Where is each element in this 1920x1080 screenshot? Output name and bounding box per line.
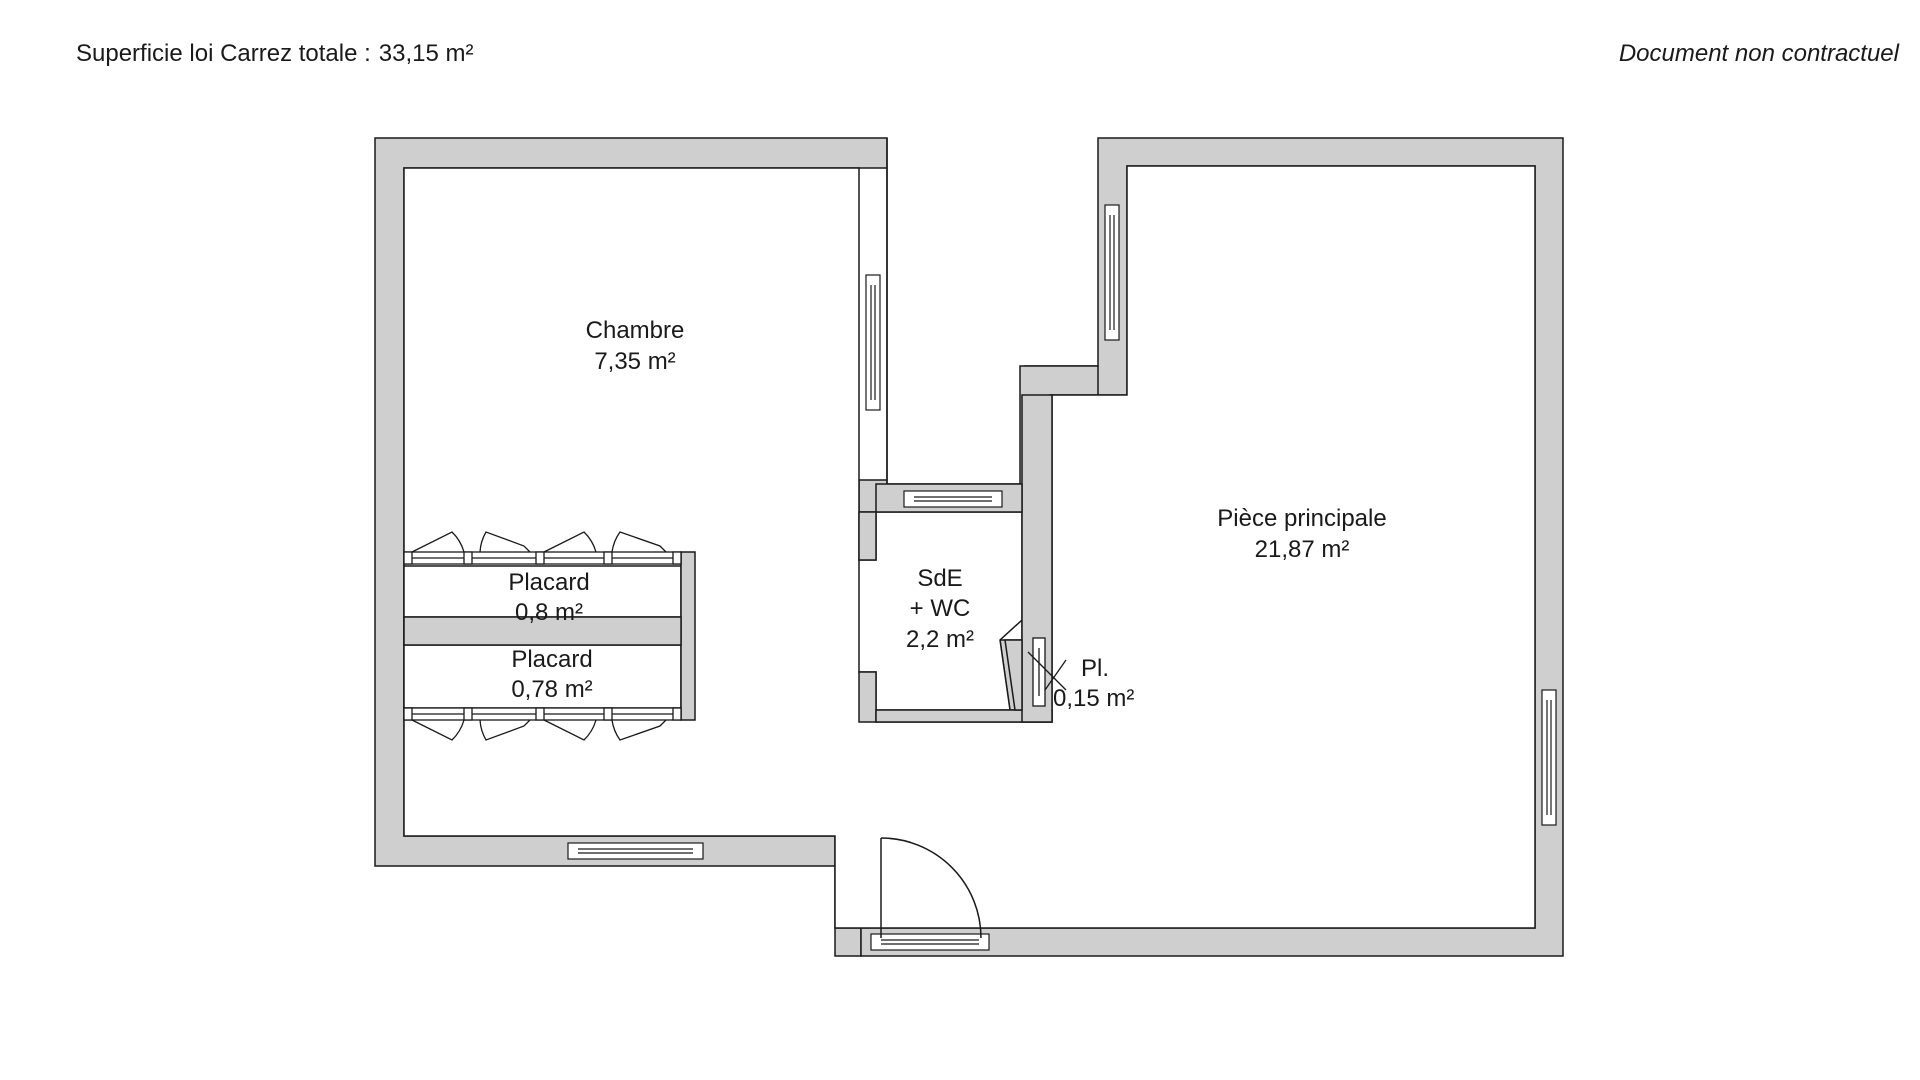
room-labels: Chambre 7,35 m² Pièce principale 21,87 m… xyxy=(508,317,1386,712)
window-corridor xyxy=(903,490,1003,508)
total-area-label: Superficie loi Carrez totale : xyxy=(76,40,371,67)
label-chambre-area: 7,35 m² xyxy=(594,348,675,375)
window-chambre-right xyxy=(865,274,881,411)
total-area-value: 33,15 m² xyxy=(378,40,474,67)
wall-sde-left xyxy=(858,511,877,561)
window-piece-left xyxy=(1104,204,1120,341)
pl-door xyxy=(1027,637,1067,707)
label-placard1-name: Placard xyxy=(508,569,589,596)
wall-pl-niche xyxy=(1004,639,1023,711)
label-pl-area: 0,15 m² xyxy=(1053,685,1134,712)
label-placard2-area: 0,78 m² xyxy=(511,676,592,703)
window-piece-right xyxy=(1541,689,1557,826)
label-sde-area: 2,2 m² xyxy=(906,626,974,653)
window-entrance xyxy=(870,933,990,951)
entrance-door xyxy=(880,837,982,939)
placard-doors-top xyxy=(403,531,682,565)
wall-placard-side-top xyxy=(680,551,696,721)
disclaimer: Document non contractuel xyxy=(1618,40,1899,67)
label-sde-name: SdE xyxy=(917,565,962,592)
label-placard2-name: Placard xyxy=(511,646,592,673)
placard-doors-bottom xyxy=(403,707,682,741)
window-chambre-bottom xyxy=(567,842,704,860)
wall-sde-left-low xyxy=(858,671,877,723)
label-piece-area: 21,87 m² xyxy=(1255,536,1350,563)
total-area-line: Superficie loi Carrez totale : 33,15 m² xyxy=(76,40,474,68)
label-pl-name: Pl. xyxy=(1081,655,1109,682)
room-interiors xyxy=(403,165,1536,929)
label-piece-name: Pièce principale xyxy=(1217,505,1386,532)
label-sde-name2: + WC xyxy=(910,595,971,622)
label-placard1-area: 0,8 m² xyxy=(515,599,583,626)
wall-placard-divider-top xyxy=(403,616,682,646)
windows xyxy=(567,204,1557,951)
label-chambre-name: Chambre xyxy=(586,317,685,344)
